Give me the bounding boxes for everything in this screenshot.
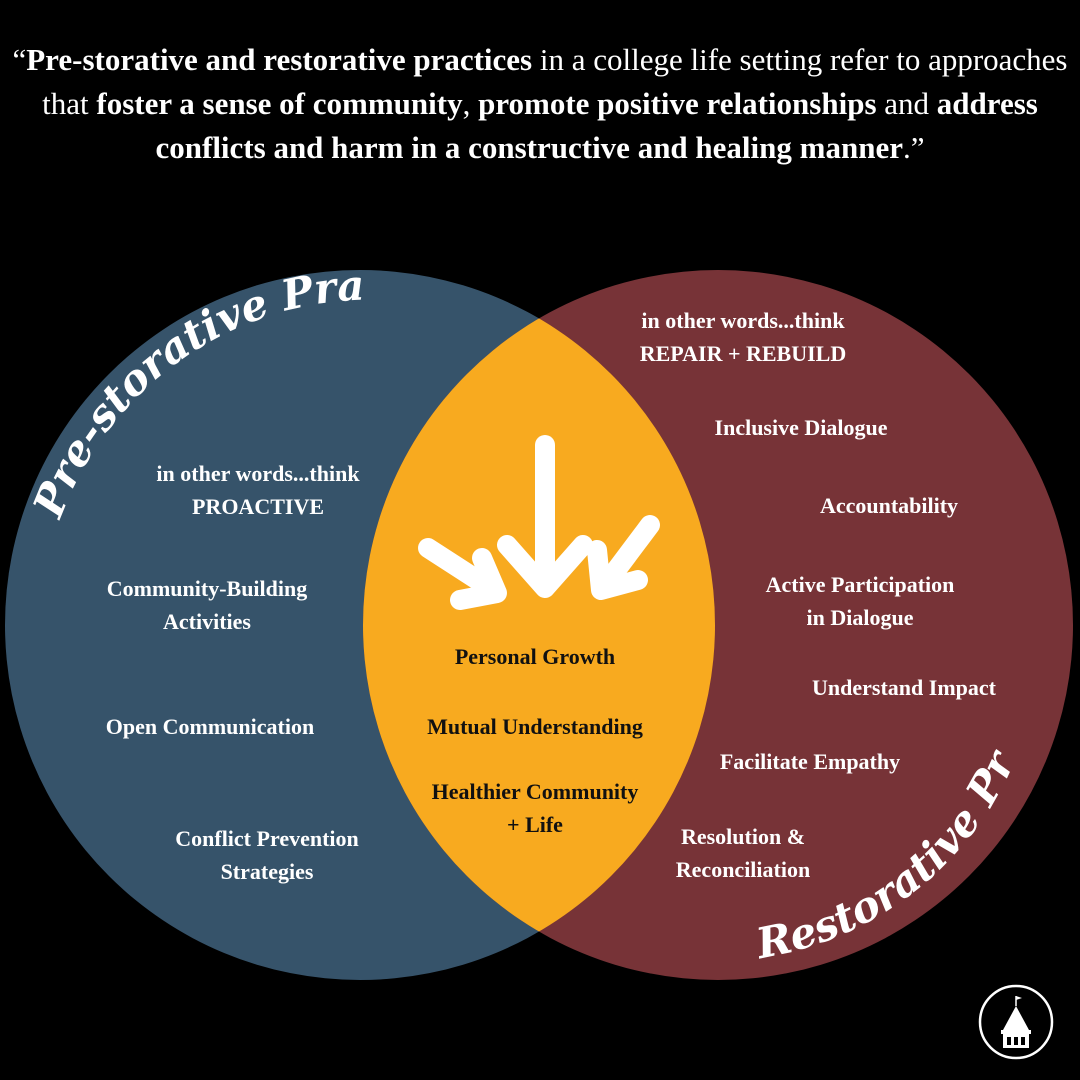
restorative-item-line1: Accountability [819,493,959,518]
overlap-item-line1: Mutual Understanding [427,714,643,739]
overlap-item-line1: Personal Growth [454,644,616,669]
restorative-think-line2: REPAIR + REBUILD [639,341,847,366]
restorative-think-line1: in other words...think [641,308,845,333]
prestorative-item-line1: Community-Building [106,576,308,601]
overlap-item: Personal Growth [455,640,615,673]
restorative-item-line1: Inclusive Dialogue [714,415,888,440]
quote-bold-2: foster a sense of community [96,86,463,121]
quote-bold-3: promote positive relationships [478,86,877,121]
overlap-item: Mutual Understanding [427,710,643,743]
arrows-converging-icon [418,435,660,610]
prestorative-item-line1: Conflict Prevention [175,826,359,851]
restorative-item-line2: in Dialogue [806,605,914,630]
restorative-item: Resolution & Reconciliation [676,820,810,886]
quote-text-3: and [876,86,937,121]
overlap-item-line2: + Life [507,812,563,837]
prestorative-item-line2: Activities [163,609,251,634]
prestorative-think-line1: in other words...think [156,461,360,486]
restorative-item-line2: Reconciliation [675,857,811,882]
restorative-item: Facilitate Empathy [720,745,900,778]
quote-open-mark: “ [12,42,27,77]
restorative-item-line1: Active Participation [765,572,955,597]
quote-text-4: .” [902,130,925,165]
prestorative-think: in other words...think PROACTIVE [156,457,359,523]
restorative-item-line1: Facilitate Empathy [719,749,901,774]
tower-logo-icon [978,984,1054,1060]
overlap-item-line1: Healthier Community [431,779,639,804]
quote-bold-4: address conflicts and harm in a construc… [155,86,1038,165]
restorative-item: Active Participation in Dialogue [766,568,955,634]
restorative-item-line1: Resolution & [680,824,806,849]
restorative-item-line1: Understand Impact [812,675,996,700]
prestorative-think-line2: PROACTIVE [191,494,325,519]
prestorative-item: Open Communication [106,710,314,743]
quote-text-1: in a college life setting refer to appro… [42,42,1068,121]
restorative-item: Understand Impact [812,671,996,704]
quote-bold-1: Pre-storative and restorative practices [26,42,533,77]
prestorative-item-line2: Strategies [220,859,314,884]
prestorative-item: Conflict Prevention Strategies [175,822,359,888]
restorative-item: Inclusive Dialogue [715,411,888,444]
prestorative-item: Community-Building Activities [107,572,308,638]
restorative-item: Accountability [820,489,958,522]
overlap-item: Healthier Community + Life [432,775,639,841]
prestorative-item-line1: Open Communication [105,714,315,739]
intro-quote: “Pre-storative and restorative practices… [0,38,1080,170]
restorative-think: in other words...think REPAIR + REBUILD [640,304,847,370]
quote-text-2: , [462,86,479,121]
